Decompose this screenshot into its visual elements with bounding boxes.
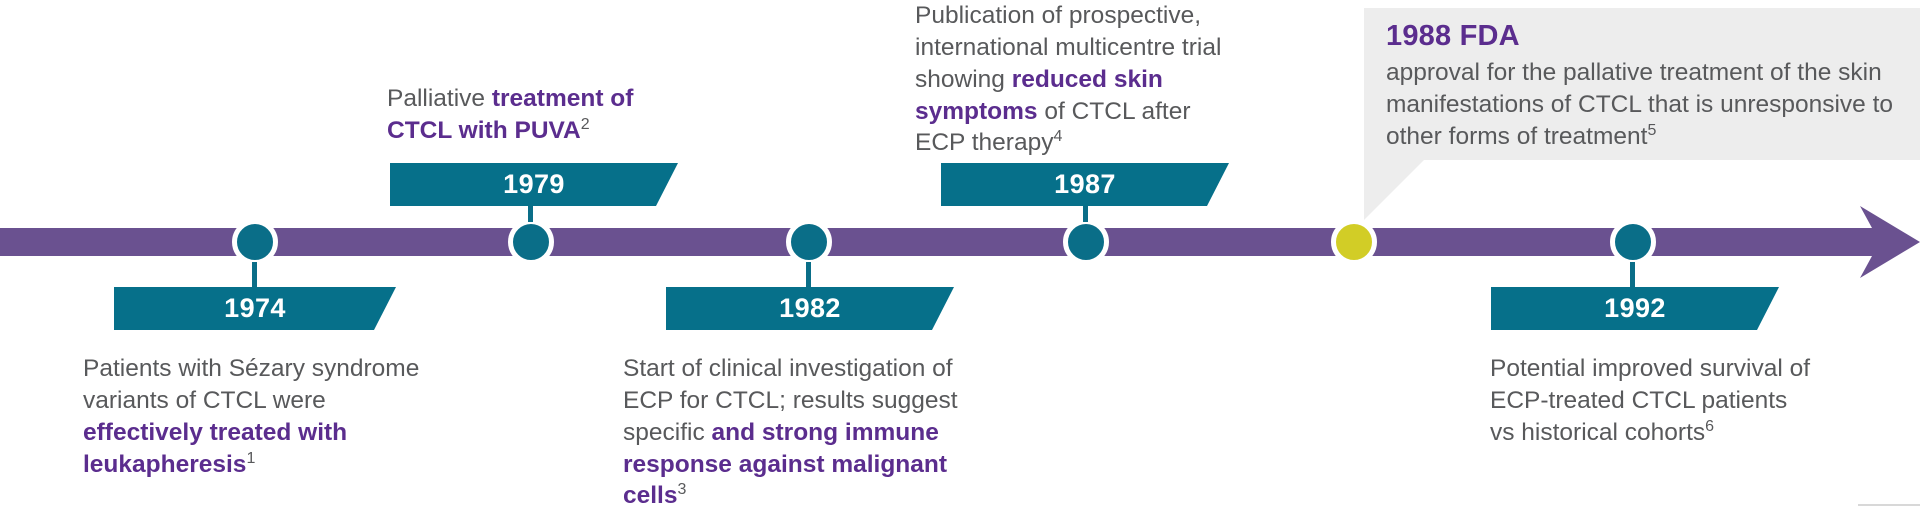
timeline-axis-bar (0, 228, 1862, 256)
event-1974-plain: Patients with Sézary syndrome variants o… (83, 355, 420, 414)
event-1992-ref: 6 (1705, 417, 1715, 435)
event-1974-ref: 1 (246, 449, 256, 467)
event-1979-plain: Palliative (387, 85, 492, 112)
year-label-1982: 1982 (779, 293, 841, 323)
event-1982-ref: 3 (677, 481, 687, 499)
event-1979-ref: 2 (580, 115, 590, 133)
timeline-marker-1992[interactable] (1610, 219, 1656, 265)
year-banner-1974[interactable]: 1974 (114, 287, 396, 330)
year-label-1974: 1974 (224, 293, 286, 323)
event-description-1987: Publication of prospective, internationa… (915, 0, 1245, 159)
event-description-1982: Start of clinical investigation of ECP f… (623, 353, 971, 512)
event-1982-bold: and strong immune response against malig… (623, 418, 948, 510)
year-banner-1987[interactable]: 1987 (941, 163, 1229, 206)
stem-1979 (528, 192, 533, 222)
event-1992-plain: Potential improved survival of ECP-treat… (1490, 355, 1811, 446)
timeline-marker-1988[interactable] (1331, 219, 1377, 265)
year-label-1987: 1987 (1054, 169, 1116, 199)
year-banner-1979[interactable]: 1979 (390, 163, 678, 206)
event-description-1979: Palliative treatment of CTCL with PUVA2 (387, 83, 657, 147)
event-description-1974: Patients with Sézary syndrome variants o… (83, 353, 431, 480)
year-banner-1982[interactable]: 1982 (666, 287, 954, 330)
event-1982-plain: Start of clinical investigation of ECP f… (623, 355, 958, 446)
stem-1974 (252, 262, 257, 292)
year-banner-1992[interactable]: 1992 (1491, 287, 1779, 330)
fda-callout-title: 1988 FDA (1386, 20, 1520, 52)
event-1987-plain-lead: Publication of prospective, internationa… (915, 2, 1222, 93)
event-1987-bold: reduced skin symptoms (915, 65, 1163, 125)
year-label-1979: 1979 (503, 169, 565, 199)
fda-callout-tail (1364, 160, 1424, 220)
event-1974-bold: effectively treated with leukapheresis (83, 418, 348, 478)
timeline-marker-1982[interactable] (786, 219, 832, 265)
fda-callout-ref: 5 (1647, 121, 1657, 139)
timeline-arrow-icon (1838, 206, 1920, 278)
stem-1987 (1083, 192, 1088, 222)
timeline-marker-1987[interactable] (1063, 219, 1109, 265)
event-1987-ref: 4 (1053, 128, 1063, 146)
fda-callout-box (1364, 8, 1920, 160)
timeline-marker-1974[interactable] (232, 219, 278, 265)
event-1987-plain-tail: of CTCL after ECP therapy (915, 97, 1191, 157)
event-1979-bold: treatment of CTCL with PUVA (387, 85, 634, 144)
fda-callout-content: 1988 FDA approval for the pallative trea… (1386, 20, 1906, 153)
corner-divider (1858, 504, 1920, 506)
stem-1982 (806, 262, 811, 292)
timeline-marker-1979[interactable] (508, 219, 554, 265)
stem-1992 (1630, 262, 1635, 292)
fda-callout-body-text: approval for the pallative treatment of … (1386, 59, 1894, 150)
event-description-1992: Potential improved survival of ECP-treat… (1490, 353, 1810, 449)
year-label-1992: 1992 (1604, 293, 1666, 323)
fda-callout-body: approval for the pallative treatment of … (1386, 57, 1906, 153)
